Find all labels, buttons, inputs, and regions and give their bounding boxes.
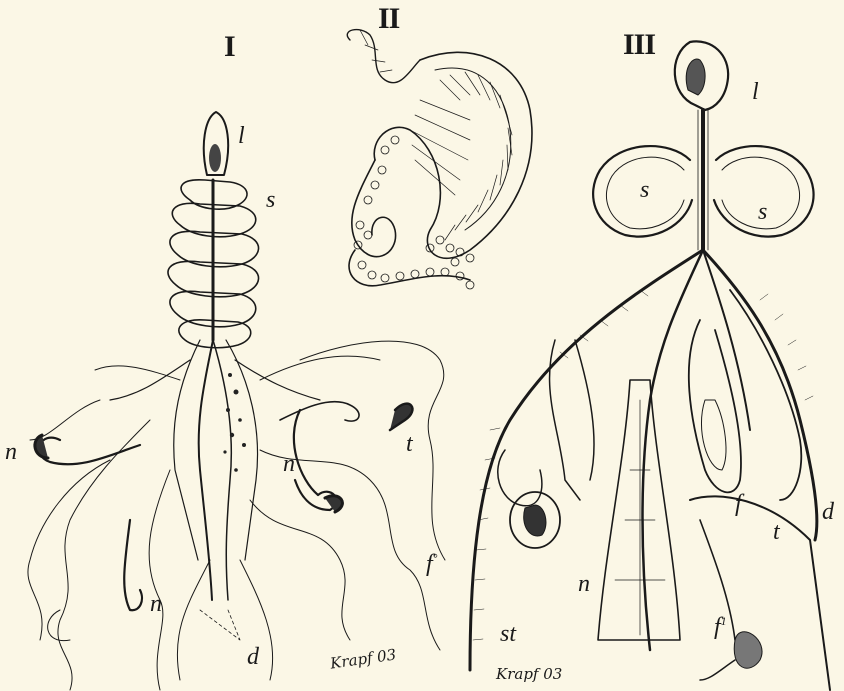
fig3-label-s-left: s (640, 178, 649, 202)
figure-ii-drawing (347, 30, 532, 289)
fig3-label-f1: f1 (714, 615, 727, 639)
fig3-label-n: n (578, 572, 590, 596)
fig3-label-t: t (773, 520, 780, 544)
fig1-label-s: s (266, 188, 275, 212)
figure-ii-numeral: II (378, 2, 399, 36)
fig1-label-d: d (247, 645, 259, 669)
fig3-label-f: f (735, 492, 742, 516)
fig3-label-l: l (752, 80, 759, 104)
fig3-signature: Krapf 03 (496, 665, 562, 683)
figure-iii-drawing (470, 41, 830, 690)
fig1-label-n-center: n (283, 452, 295, 476)
figure-i-numeral: I (224, 30, 235, 64)
figure-i-drawing (28, 112, 445, 690)
fig3-label-st: st (500, 622, 516, 646)
fig1-label-n-left: n (5, 440, 17, 464)
fig1-label-f: f° (426, 552, 437, 576)
fig1-label-l: l (238, 124, 245, 148)
figure-iii-numeral: III (623, 28, 655, 62)
fig1-label-n-bottom: n (150, 592, 162, 616)
fig3-label-d: d (822, 500, 834, 524)
fig1-label-t: t (406, 432, 413, 456)
fig3-label-s-right: s (758, 200, 767, 224)
